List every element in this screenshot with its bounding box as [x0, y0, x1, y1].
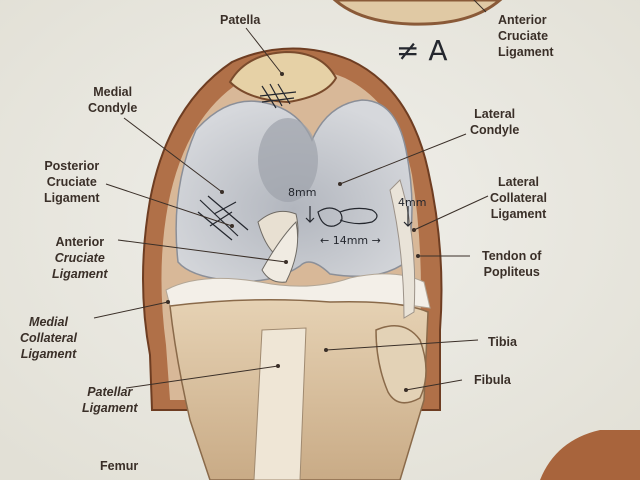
- label-anterior-cruciate-top: Anterior Cruciate Ligament: [498, 13, 554, 59]
- label-medial-collateral: Medial Collateral Ligament: [20, 315, 77, 361]
- patellar-ligament-band: [253, 327, 307, 480]
- lateral-collateral-band: [389, 179, 416, 319]
- fibula-bone: [375, 325, 427, 404]
- femur-shaft: [540, 430, 640, 480]
- leader-dots: [166, 72, 420, 392]
- handwritten-14mm: ← 14mm →: [320, 234, 381, 247]
- upper-bone-fragment: [332, 0, 503, 26]
- label-tendon-of-popliteus: Tendon of Popliteus: [482, 249, 542, 279]
- label-tibia: Tibia: [488, 335, 517, 349]
- label-anterior-cruciate-left: Anterior Cruciate Ligament: [52, 235, 108, 281]
- anterior-cruciate-ligament: [261, 220, 299, 283]
- label-femur: Femur: [100, 459, 139, 473]
- patella-bone: [228, 50, 338, 104]
- handwritten-mark-top: ≠ A: [396, 34, 448, 67]
- hatch-marks: [197, 83, 413, 241]
- handwritten-8mm: 8mm: [288, 186, 317, 199]
- label-patellar-ligament: Patellar Ligament: [82, 385, 138, 415]
- leader-lines: [93, 0, 489, 391]
- label-lateral-collateral: Lateral Collateral Ligament: [490, 175, 547, 221]
- label-lateral-condyle: Lateral Condyle: [470, 107, 520, 137]
- handwritten-4mm: 4mm: [398, 196, 427, 209]
- label-medial-condyle: Medial Condyle: [88, 85, 138, 115]
- intercondylar-shadow: [258, 118, 318, 202]
- label-fibula: Fibula: [474, 373, 511, 387]
- label-patella: Patella: [220, 13, 261, 27]
- label-posterior-cruciate: Posterior Cruciate Ligament: [44, 159, 100, 205]
